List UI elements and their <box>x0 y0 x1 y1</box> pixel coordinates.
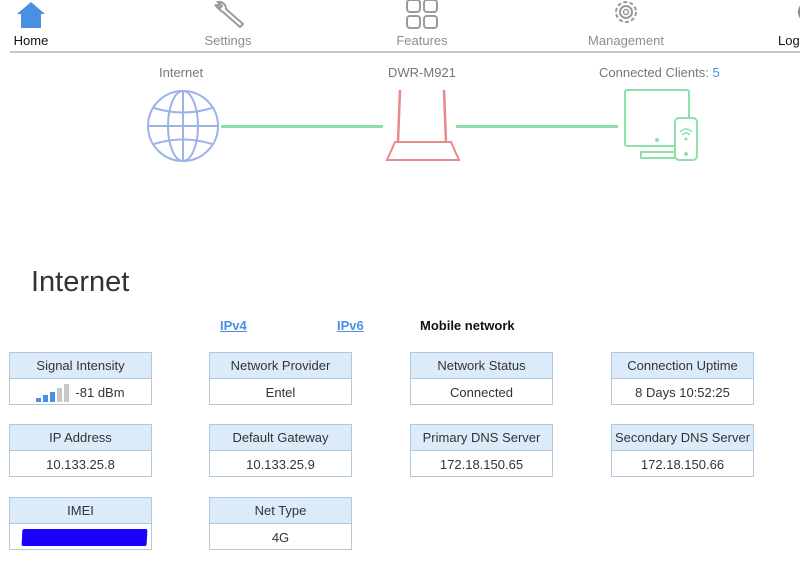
card-network-status: Network Status Connected <box>410 352 553 405</box>
signal-bar <box>43 394 49 402</box>
card-value: 172.18.150.66 <box>640 457 725 472</box>
imei-redaction <box>21 529 148 546</box>
card-header: IMEI <box>10 498 151 524</box>
card-header: Default Gateway <box>210 425 351 451</box>
card-value: 8 Days 10:52:25 <box>635 385 730 400</box>
card-connection-uptime: Connection Uptime 8 Days 10:52:25 <box>611 352 754 405</box>
nav-features-label: Features <box>396 33 448 48</box>
nav-divider <box>10 51 800 53</box>
card-net-type: Net Type 4G <box>209 497 352 550</box>
nav-home-label: Home <box>13 33 49 48</box>
card-value-wrap: -81 dBm <box>10 379 151 406</box>
wrench-icon <box>210 0 246 35</box>
card-value <box>10 524 151 551</box>
section-title: Internet <box>31 266 130 298</box>
card-imei: IMEI <box>9 497 152 550</box>
card-secondary-dns: Secondary DNS Server 172.18.150.66 <box>611 424 754 477</box>
tab-ipv4[interactable]: IPv4 <box>220 318 247 333</box>
device-label: DWR-M921 <box>388 65 456 80</box>
router-icon[interactable] <box>385 88 461 169</box>
globe-icon[interactable] <box>146 89 220 168</box>
internet-label: Internet <box>159 65 204 80</box>
card-header: Signal Intensity <box>10 353 151 379</box>
logout-icon <box>794 0 800 35</box>
clients-icon[interactable] <box>623 88 701 169</box>
card-header: Secondary DNS Server <box>612 425 753 451</box>
card-value: 4G <box>271 530 290 545</box>
card-header: Net Type <box>210 498 351 524</box>
card-ip-address: IP Address 10.133.25.8 <box>9 424 152 477</box>
connected-clients-label[interactable]: Connected Clients: 5 <box>599 65 720 80</box>
card-value: 10.133.25.9 <box>246 457 315 472</box>
tab-mobile-network[interactable]: Mobile network <box>420 318 515 333</box>
signal-bars-icon <box>36 383 70 402</box>
card-value: 10.133.25.8 <box>46 457 115 472</box>
card-signal-intensity: Signal Intensity -81 dBm <box>9 352 152 405</box>
internet-link-line <box>221 125 383 128</box>
card-default-gateway: Default Gateway 10.133.25.9 <box>209 424 352 477</box>
card-primary-dns: Primary DNS Server 172.18.150.65 <box>410 424 553 477</box>
gear-icon <box>608 0 644 35</box>
nav-management-label: Management <box>588 33 664 48</box>
clients-label-text: Connected Clients: <box>599 65 709 80</box>
card-header: Network Status <box>411 353 552 379</box>
nav-settings-label: Settings <box>204 33 252 48</box>
tab-ipv6[interactable]: IPv6 <box>337 318 364 333</box>
home-icon <box>14 0 48 35</box>
card-value: Entel <box>265 385 296 400</box>
card-network-provider: Network Provider Entel <box>209 352 352 405</box>
card-value: Connected <box>450 385 513 400</box>
card-header: Connection Uptime <box>612 353 753 379</box>
clients-link-line <box>456 125 618 128</box>
signal-bar <box>50 391 56 402</box>
nav-logout-label: Logout <box>778 33 800 48</box>
clients-count[interactable]: 5 <box>712 65 720 80</box>
card-header: IP Address <box>10 425 151 451</box>
signal-value: -81 dBm <box>75 385 125 400</box>
grid-icon <box>404 0 440 35</box>
card-header: Network Provider <box>210 353 351 379</box>
card-header: Primary DNS Server <box>411 425 552 451</box>
signal-bar <box>57 387 63 402</box>
signal-bar <box>64 383 70 402</box>
card-value: 172.18.150.65 <box>439 457 524 472</box>
signal-bar <box>36 397 42 402</box>
